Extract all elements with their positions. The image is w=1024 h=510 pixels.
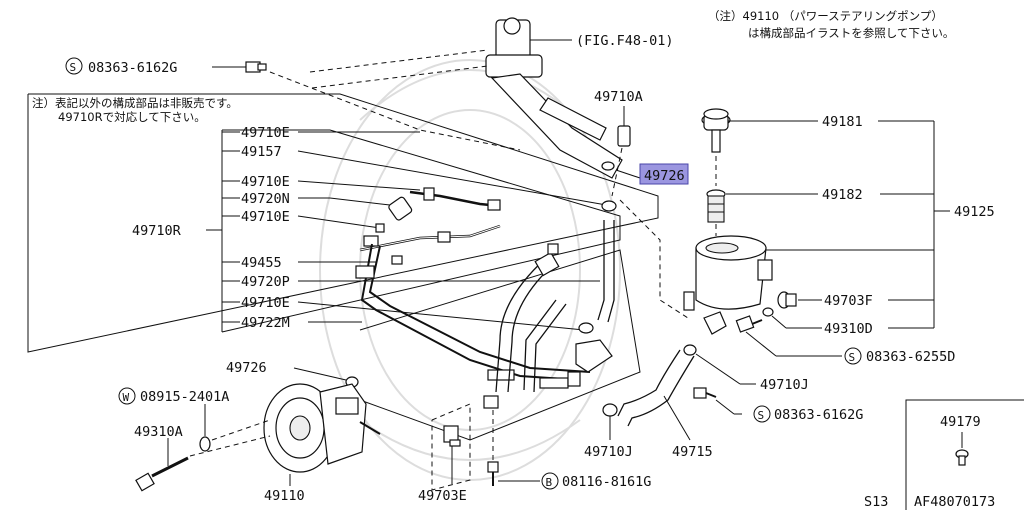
label-08363-6162G-top[interactable]: 08363-6162G	[88, 60, 177, 76]
clamp-49703E	[443, 425, 461, 447]
fig-ref-label[interactable]: (FIG.F48-01)	[576, 33, 674, 49]
label-49179[interactable]: 49179	[940, 414, 981, 430]
label-49703E[interactable]: 49703E	[418, 488, 467, 504]
suction-hose-49715	[617, 349, 695, 427]
circled-w-icon	[118, 387, 136, 405]
clamp-49710J-right	[683, 344, 697, 356]
hose-zone-box	[359, 249, 641, 441]
label-08915-2401A[interactable]: 08915-2401A	[140, 389, 229, 405]
footer-s13: S13	[864, 494, 888, 510]
label-49710J-right[interactable]: 49710J	[760, 377, 809, 393]
label-49710E-2[interactable]: 49710E	[241, 174, 290, 190]
pressure-pipe-assembly	[355, 187, 591, 389]
label-49722M[interactable]: 49722M	[241, 315, 290, 331]
label-49182[interactable]: 49182	[822, 187, 863, 203]
label-49726-left[interactable]: 49726	[226, 360, 267, 376]
circled-s-letter: S	[849, 351, 856, 364]
footer-code: AF48070173	[914, 494, 995, 510]
label-49710R[interactable]: 49710R	[132, 223, 182, 239]
label-08363-6255D[interactable]: 08363-6255D	[866, 349, 955, 365]
circled-s-icon	[753, 405, 771, 423]
label-49181[interactable]: 49181	[822, 114, 863, 130]
bolt-49310A	[135, 456, 189, 492]
note-left-1: 注）表記以外の構成部品は非販売です。	[32, 96, 238, 110]
power-steering-pump-49110	[263, 383, 381, 473]
circled-w-letter: W	[123, 391, 130, 404]
label-49710E-4[interactable]: 49710E	[241, 295, 290, 311]
clamp-49703F	[777, 291, 797, 309]
bolt-08363-6162G-right	[693, 387, 717, 399]
circled-s-letter: S	[70, 61, 77, 74]
note-left-2: 49710Rで対応して下さい。	[58, 110, 206, 124]
bolt-08363-6162G-top	[245, 61, 267, 73]
label-49310A[interactable]: 49310A	[134, 424, 183, 440]
label-49455[interactable]: 49455	[241, 255, 282, 271]
bolt-08116-8161G	[487, 461, 499, 486]
label-49715[interactable]: 49715	[672, 444, 713, 460]
label-49720N[interactable]: 49720N	[241, 191, 290, 207]
outer-group-box	[27, 93, 659, 353]
label-49710A[interactable]: 49710A	[594, 89, 643, 105]
label-08116-8161G[interactable]: 08116-8161G	[562, 474, 651, 490]
clamp-49710J-bottom	[602, 403, 618, 417]
label-49703F[interactable]: 49703F	[824, 293, 873, 309]
washer-49726-top	[601, 161, 615, 171]
label-49720P[interactable]: 49720P	[241, 274, 290, 290]
label-49157[interactable]: 49157	[241, 144, 282, 160]
strainer-49182	[706, 189, 726, 223]
note-top-right-1: （注）49110 （パワーステアリングポンプ）	[708, 9, 943, 23]
circled-b-letter: B	[546, 476, 553, 489]
return-hose	[483, 200, 617, 409]
label-49125[interactable]: 49125	[954, 204, 995, 220]
washer-49310D	[762, 307, 774, 317]
clip-49179	[955, 449, 969, 466]
circled-s-letter: S	[758, 409, 765, 422]
label-49710E-1[interactable]: 49710E	[241, 125, 290, 141]
label-49710J-bottom[interactable]: 49710J	[584, 444, 633, 460]
label-49710E-3[interactable]: 49710E	[241, 209, 290, 225]
label-08363-6162G-right[interactable]: 08363-6162G	[774, 407, 863, 423]
circled-b-icon	[541, 472, 559, 490]
reservoir-cap-49181	[701, 108, 731, 153]
label-49310D[interactable]: 49310D	[824, 321, 873, 337]
note-top-right-2: は構成部品イラストを参照して下さい。	[748, 26, 954, 40]
circled-s-icon	[844, 347, 862, 365]
inner-group-box	[221, 129, 621, 333]
reservoir-tank	[683, 235, 773, 335]
label-49726-highlighted[interactable]: 49726	[644, 168, 685, 184]
label-49110[interactable]: 49110	[264, 488, 305, 504]
highlight-49726	[639, 163, 689, 185]
circled-s-icon	[65, 57, 83, 75]
bolt-08363-6255D	[735, 315, 763, 333]
inset-box	[905, 399, 1024, 510]
washer-08915-2401A	[199, 436, 211, 452]
bolt-49710A	[617, 125, 631, 147]
